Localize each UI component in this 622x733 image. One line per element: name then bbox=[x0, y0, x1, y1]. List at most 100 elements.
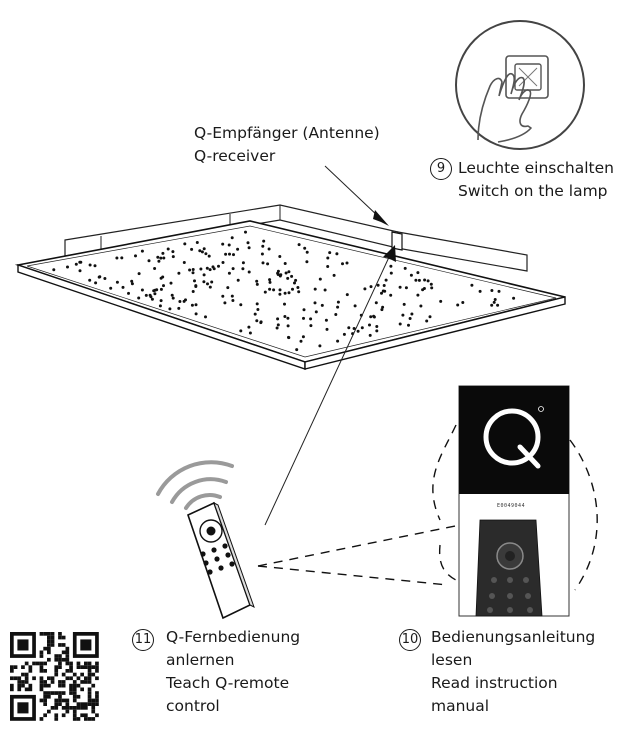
panel-light-dot bbox=[140, 288, 144, 292]
panel-light-dot bbox=[241, 267, 245, 271]
panel-light-dot bbox=[490, 303, 494, 307]
panel-light-dot bbox=[381, 305, 385, 309]
panel-light-dot bbox=[276, 317, 280, 321]
panel-light-dot bbox=[407, 323, 410, 327]
panel-light-dot bbox=[382, 284, 386, 287]
panel-light-dot bbox=[291, 287, 294, 291]
panel-light-dot bbox=[159, 276, 163, 280]
panel-light-dot bbox=[221, 294, 225, 298]
panel-light-dot bbox=[137, 296, 141, 300]
panel-light-dot bbox=[363, 287, 367, 291]
panel-light-dot bbox=[403, 266, 407, 270]
panel-light-dot bbox=[313, 301, 317, 305]
panel-light-dot bbox=[389, 293, 393, 297]
panel-light-dot bbox=[380, 308, 384, 312]
panel-light-dot bbox=[153, 292, 157, 296]
step-10-label-en-1: Read instruction bbox=[431, 674, 558, 692]
panel-light-dot bbox=[342, 332, 346, 336]
panel-light-dot bbox=[66, 265, 69, 269]
signal-line bbox=[264, 254, 391, 526]
panel-light-dot bbox=[208, 268, 212, 272]
panel-light-dot bbox=[223, 301, 227, 305]
panel-light-dot bbox=[232, 253, 235, 257]
panel-light-dot bbox=[341, 262, 344, 266]
panel-light-dot bbox=[372, 314, 376, 318]
panel-light-dot bbox=[336, 339, 340, 343]
hand-icon bbox=[477, 72, 532, 143]
panel-light-dot bbox=[255, 279, 259, 283]
panel-light-dot bbox=[374, 301, 378, 305]
panel-light-dot bbox=[381, 289, 385, 293]
panel-light-dot bbox=[200, 250, 204, 254]
panel-light-dot bbox=[204, 315, 207, 319]
step-11-label-en-2: control bbox=[166, 697, 220, 715]
panel-light-dot bbox=[194, 303, 198, 307]
panel-light-dot bbox=[276, 323, 280, 327]
panel-light-dot bbox=[217, 264, 220, 268]
panel-light-dot bbox=[255, 319, 259, 323]
panel-light-dot bbox=[168, 307, 172, 311]
panel-light-dot bbox=[130, 279, 134, 283]
panel-light-dot bbox=[182, 299, 186, 303]
panel-light-dot bbox=[398, 322, 402, 326]
receiver-label: Q-Empfänger (Antenne) Q-receiver bbox=[194, 122, 380, 168]
panel-light-dot bbox=[297, 243, 301, 247]
panel-light-dot bbox=[380, 291, 383, 295]
panel-light-dot bbox=[326, 256, 330, 260]
panel-light-dot bbox=[255, 282, 259, 286]
panel-light-dot bbox=[336, 300, 340, 304]
panel-light-dot bbox=[248, 331, 252, 335]
panel-light-dot bbox=[224, 252, 228, 256]
panel-light-dot bbox=[389, 271, 393, 275]
panel-light-dot bbox=[177, 306, 181, 310]
panel-light-dot bbox=[244, 230, 247, 234]
panel-light-dot bbox=[294, 278, 298, 282]
panel-light-dot bbox=[268, 280, 272, 284]
panel-light-dot bbox=[284, 271, 288, 275]
panel-light-dot bbox=[326, 265, 330, 268]
panel-light-dot bbox=[194, 284, 198, 288]
panel-light-dot bbox=[88, 263, 92, 267]
panel-light-dot bbox=[207, 254, 211, 258]
receiver-label-en: Q-receiver bbox=[194, 147, 276, 165]
panel-light-dot bbox=[261, 244, 265, 248]
panel-light-dot bbox=[259, 320, 263, 324]
panel-light-dot bbox=[262, 239, 266, 243]
panel-light-dot bbox=[408, 317, 412, 320]
panel-light-dot bbox=[169, 281, 173, 285]
panel-light-dot bbox=[228, 252, 231, 256]
panel-light-dot bbox=[236, 247, 240, 251]
panel-light-dot bbox=[376, 283, 380, 287]
panel-light-dot bbox=[230, 236, 234, 240]
receiver-pointer-arrow bbox=[373, 210, 389, 226]
panel-light-dot bbox=[137, 272, 141, 276]
ceiling-panel-lamp bbox=[14, 204, 566, 370]
panel-light-dot bbox=[425, 319, 429, 323]
panel-light-dot bbox=[375, 329, 379, 333]
panel-light-dot bbox=[352, 327, 356, 330]
panel-light-dot bbox=[231, 299, 235, 302]
panel-light-dot bbox=[309, 317, 313, 321]
panel-light-dot bbox=[461, 301, 465, 304]
panel-light-dot bbox=[127, 291, 130, 295]
panel-light-dot bbox=[182, 261, 186, 264]
panel-light-dot bbox=[78, 269, 82, 273]
panel-light-dot bbox=[336, 305, 340, 309]
panel-light-dot bbox=[320, 303, 324, 307]
panel-light-dot bbox=[191, 290, 195, 293]
manual-code: E0049044 bbox=[497, 503, 526, 509]
panel-light-dot bbox=[293, 281, 296, 285]
panel-light-dot bbox=[88, 278, 92, 282]
step-9-label: Leuchte einschalten Switch on the lamp bbox=[458, 157, 614, 203]
step-10-label-en-2: manual bbox=[431, 697, 490, 715]
panel-light-dot bbox=[426, 279, 430, 283]
panel-light-dot bbox=[178, 300, 182, 303]
panel-light-dot bbox=[305, 260, 309, 264]
panel-light-dot bbox=[204, 252, 208, 256]
panel-light-dot bbox=[416, 271, 420, 275]
panel-light-dot bbox=[93, 264, 97, 268]
panel-light-dot bbox=[183, 242, 187, 246]
panel-light-dot bbox=[309, 324, 313, 328]
panel-light-dot bbox=[239, 303, 243, 307]
